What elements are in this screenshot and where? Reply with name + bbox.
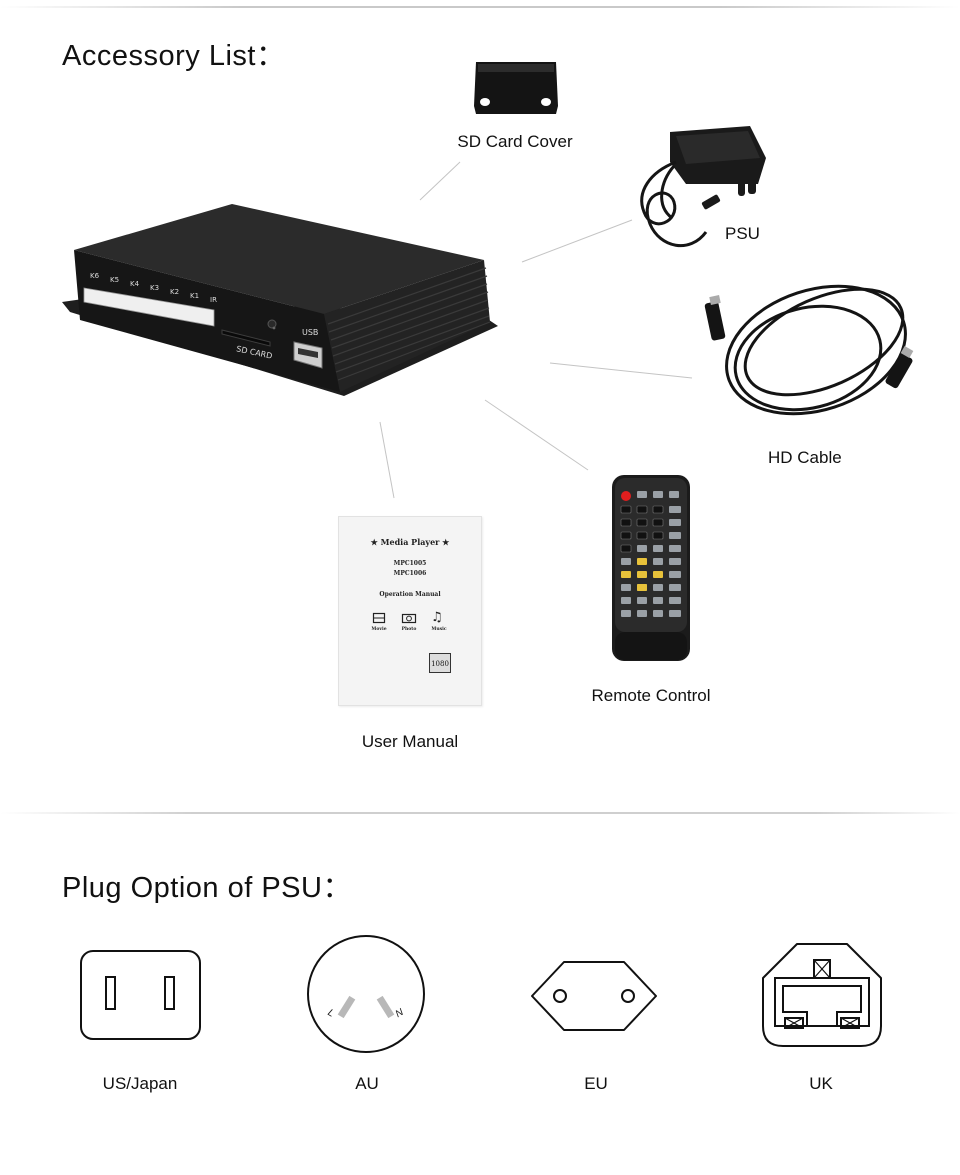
manual-subtitle: Operation Manual <box>379 591 441 598</box>
top-divider <box>0 6 960 8</box>
label-user-manual: User Manual <box>361 732 459 751</box>
leader-line-remote <box>484 399 589 471</box>
manual-model-1: MPC1005 <box>393 560 427 567</box>
film-icon <box>372 612 386 624</box>
manual-title: ★ Media Player ★ <box>370 537 450 547</box>
label-us-japan: US/Japan <box>102 1074 178 1093</box>
leader-lines <box>379 161 693 499</box>
manual-icon-label-photo: Photo <box>401 627 417 632</box>
label-remote-control: Remote Control <box>591 686 711 705</box>
port-label-k4: K4 <box>130 280 140 288</box>
us-japan-plug-icon <box>80 950 201 1040</box>
port-label-k5: K5 <box>110 276 120 284</box>
media-player-device-image <box>62 204 498 396</box>
manual-icon-label-movie: Movie <box>371 627 387 632</box>
full-hd-badge: 1080 <box>429 653 451 673</box>
remote-control-image <box>612 475 690 661</box>
port-label-k1: K1 <box>190 292 200 300</box>
label-eu: EU <box>584 1074 608 1093</box>
port-label-k6: K6 <box>90 272 100 280</box>
leader-line-sd-cover <box>419 161 461 201</box>
psu-image <box>640 126 766 248</box>
camera-icon <box>401 613 417 624</box>
device-usb-label: USB <box>302 328 319 337</box>
device-port-labels: K6 K5 K4 K3 K2 K1 IR <box>90 272 230 304</box>
port-label-ir: IR <box>210 296 217 304</box>
leader-line-hd-cable <box>549 362 693 379</box>
au-plug-icon <box>307 935 425 1053</box>
label-psu: PSU <box>725 224 760 243</box>
label-hd-cable: HD Cable <box>768 448 842 467</box>
section-divider <box>0 812 960 814</box>
leader-line-psu <box>521 219 633 263</box>
plug-option-heading: Plug Option of PSU： <box>62 872 352 904</box>
label-uk: UK <box>809 1074 833 1093</box>
port-label-k2: K2 <box>170 288 180 296</box>
leader-line-manual <box>379 421 395 499</box>
music-note-icon: ♫ <box>431 610 443 625</box>
user-manual-image: ★ Media Player ★ MPC1005 MPC1006 Operati… <box>338 516 482 706</box>
hd-cable-image <box>704 284 914 416</box>
manual-icon-label-music: Music <box>431 627 447 632</box>
eu-plug-icon <box>531 961 657 1031</box>
label-au: AU <box>355 1074 379 1093</box>
manual-model-2: MPC1006 <box>393 570 427 577</box>
accessory-list-heading: Accessory List： <box>62 40 286 72</box>
sd-card-cover-image <box>474 62 558 114</box>
uk-plug-icon <box>762 943 882 1047</box>
port-label-k3: K3 <box>150 284 160 292</box>
label-sd-card-cover: SD Card Cover <box>457 132 573 151</box>
